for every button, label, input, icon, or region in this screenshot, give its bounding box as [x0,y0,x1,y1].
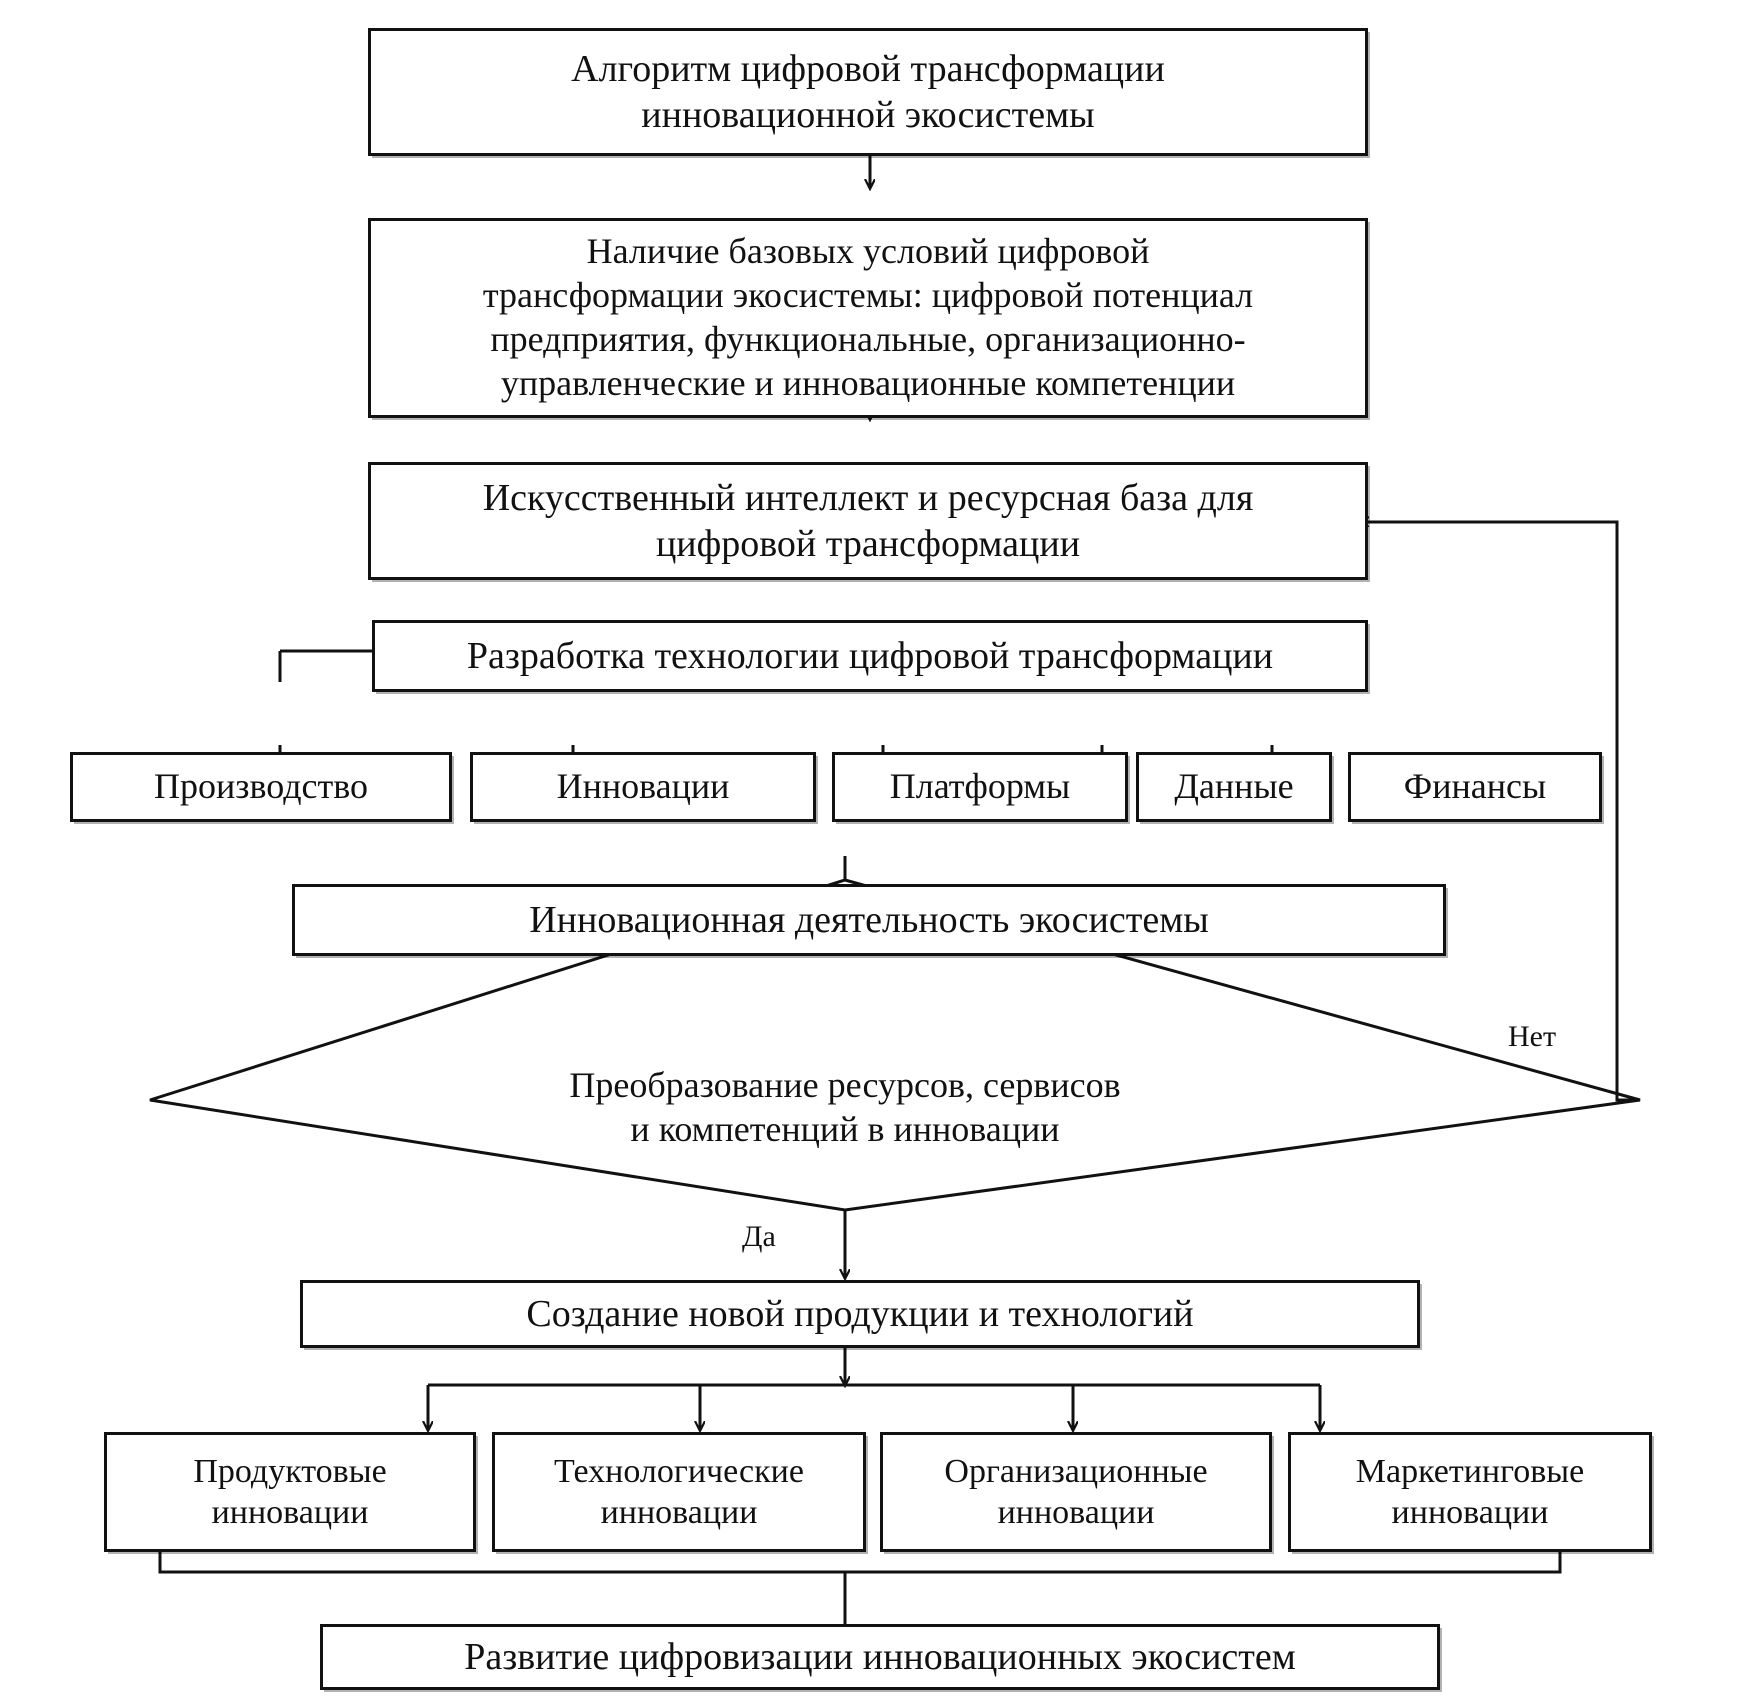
node-tech-development-text: Разработка технологии цифровой трансформ… [466,634,1274,677]
edge-label-yes-text: Да [742,1220,776,1253]
edge-label-no-text: Нет [1508,1020,1557,1053]
node-base-conditions: Наличие базовых условий цифровой трансфо… [368,218,1368,418]
node-domain-platforms-text: Платформы [889,766,1071,807]
node-outcome: Развитие цифровизации инновационных экос… [320,1624,1440,1690]
node-domain-production: Производство [70,752,452,822]
node-base-conditions-text: Наличие базовых условий цифровой трансфо… [482,231,1254,403]
node-new-products-text: Создание новой продукции и технологий [526,1292,1194,1335]
node-ecosystem-activity: Инновационная деятельность экосистемы [292,884,1446,956]
node-ai-resources-text: Искусственный интеллект и ресурсная база… [482,476,1254,565]
node-domain-finance: Финансы [1348,752,1602,822]
node-domain-innovation: Инновации [470,752,816,822]
node-domain-innovation-text: Инновации [556,766,730,807]
node-domain-platforms: Платформы [832,752,1128,822]
node-domain-data: Данные [1136,752,1332,822]
node-decision-text: Преобразование ресурсов, сервисов и комп… [569,1064,1121,1150]
node-algorithm-title: Алгоритм цифровой трансформации инноваци… [368,28,1368,156]
node-domain-production-text: Производство [154,766,368,807]
node-innovation-technological-text: Технологические инновации [554,1452,804,1531]
node-innovation-technological: Технологические инновации [492,1432,866,1552]
node-ai-resources: Искусственный интеллект и ресурсная база… [368,462,1368,580]
node-new-products: Создание новой продукции и технологий [300,1280,1420,1348]
node-domain-data-text: Данные [1174,766,1294,807]
node-innovation-product: Продуктовые инновации [104,1432,476,1552]
node-outcome-text: Развитие цифровизации инновационных экос… [464,1635,1296,1678]
node-algorithm-title-text: Алгоритм цифровой трансформации инноваци… [571,47,1165,136]
edge-label-yes: Да [742,1222,776,1252]
node-innovation-marketing: Маркетинговые инновации [1288,1432,1652,1552]
edge-label-no: Нет [1508,1022,1556,1052]
node-innovation-organizational: Организационные инновации [880,1432,1272,1552]
node-innovation-organizational-text: Организационные инновации [944,1452,1208,1531]
node-tech-development: Разработка технологии цифровой трансформ… [372,620,1368,692]
node-innovation-marketing-text: Маркетинговые инновации [1355,1452,1585,1531]
node-decision-text-wrap: Преобразование ресурсов, сервисов и комп… [445,1018,1245,1152]
node-ecosystem-activity-text: Инновационная деятельность экосистемы [529,898,1209,941]
node-domain-finance-text: Финансы [1403,766,1547,807]
node-innovation-product-text: Продуктовые инновации [193,1452,387,1531]
